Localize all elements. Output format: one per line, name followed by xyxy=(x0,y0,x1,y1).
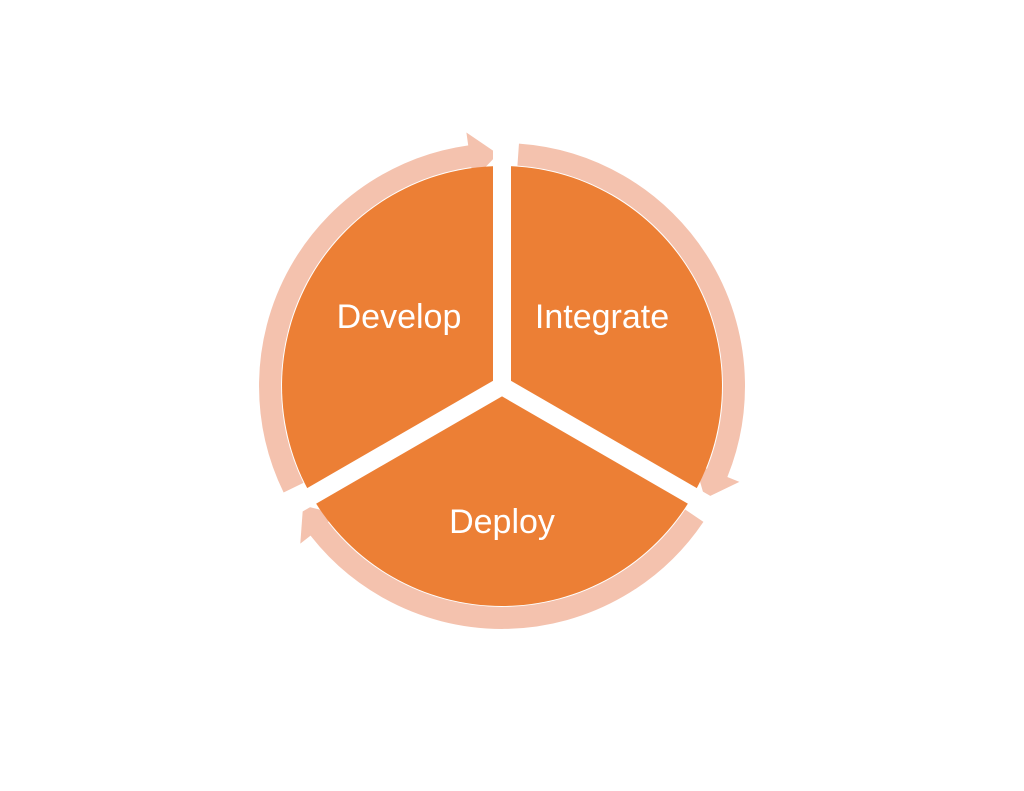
ring-arc-develop-to-integrate xyxy=(259,143,483,493)
divider-left xyxy=(277,378,507,521)
divider-right xyxy=(497,378,727,521)
label-deploy: Deploy xyxy=(449,503,555,541)
cycle-ring xyxy=(259,132,745,629)
label-develop: Develop xyxy=(337,298,462,336)
ring-arc-integrate-to-deploy xyxy=(517,143,745,489)
segment-dividers xyxy=(277,132,727,521)
segment-deploy xyxy=(311,386,693,606)
arrowhead-to-deploy xyxy=(694,463,740,499)
ring-arc-deploy-to-develop xyxy=(302,509,704,629)
label-integrate: Integrate xyxy=(535,298,669,336)
